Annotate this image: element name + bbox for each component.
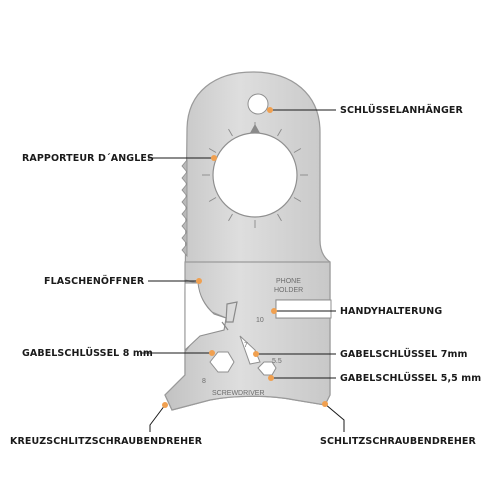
leader-phillips: [149, 404, 166, 432]
wrench-7-cutout: [239, 335, 261, 365]
label-phillips: KREUZSCHLITZSCHRAUBENDREHER: [10, 436, 203, 447]
bottle-engraving-icon: [221, 301, 238, 331]
engraving-size-7: 7: [244, 342, 248, 349]
protractor-ticks: [202, 122, 308, 228]
label-wrench-5-5: GABELSCHLÜSSEL 5,5 mm: [340, 373, 482, 384]
protractor-tick: [208, 197, 217, 202]
protractor-tick: [293, 197, 302, 202]
keyring-hole: [247, 93, 269, 115]
engraving-size-5-5: 5.5: [272, 358, 282, 365]
phone-holder-slot: [275, 299, 332, 319]
marker-wrench-8: [209, 350, 215, 356]
protractor-tick: [277, 213, 282, 222]
protractor-tick: [228, 128, 233, 137]
marker-wrench-5-5: [268, 375, 274, 381]
label-bottle-opener: FLASCHENÖFFNER: [44, 276, 145, 287]
label-wrench-7: GABELSCHLÜSSEL 7mm: [340, 349, 468, 360]
label-protractor: RAPPORTEUR D´ANGLES: [22, 153, 154, 164]
engraving-holder: HOLDER: [274, 287, 303, 294]
label-keyring: SCHLÜSSELANHÄNGER: [340, 105, 463, 116]
protractor-tick: [228, 213, 233, 222]
marker-flathead: [322, 401, 328, 407]
saw-teeth: [181, 158, 188, 258]
protractor-hole: [212, 132, 298, 218]
wrench-8-cutout: [209, 351, 235, 373]
label-phone-holder: HANDYHALTERUNG: [340, 306, 443, 317]
bottle-opener-notch: [184, 282, 227, 352]
protractor-tick: [277, 128, 282, 137]
engraving-size-8: 8: [202, 378, 206, 385]
engraving-size-10: 10: [256, 317, 264, 324]
engraving-phone: PHONE: [276, 278, 301, 285]
leader-flathead: [324, 403, 345, 432]
label-flathead: SCHLITZSCHRAUBENDREHER: [320, 436, 476, 447]
protractor-tick: [293, 148, 302, 153]
marker-phone-holder: [271, 308, 277, 314]
label-wrench-8: GABELSCHLÜSSEL 8 mm: [22, 348, 153, 359]
wrench-5-5-cutout: [257, 361, 277, 376]
marker-phillips: [162, 402, 168, 408]
marker-protractor: [211, 155, 217, 161]
marker-keyring: [267, 107, 273, 113]
marker-wrench-7: [253, 351, 259, 357]
marker-bottle-opener: [196, 278, 202, 284]
protractor-tick: [208, 148, 217, 153]
engraving-screwdriver: SCREWDRIVER: [212, 390, 265, 397]
